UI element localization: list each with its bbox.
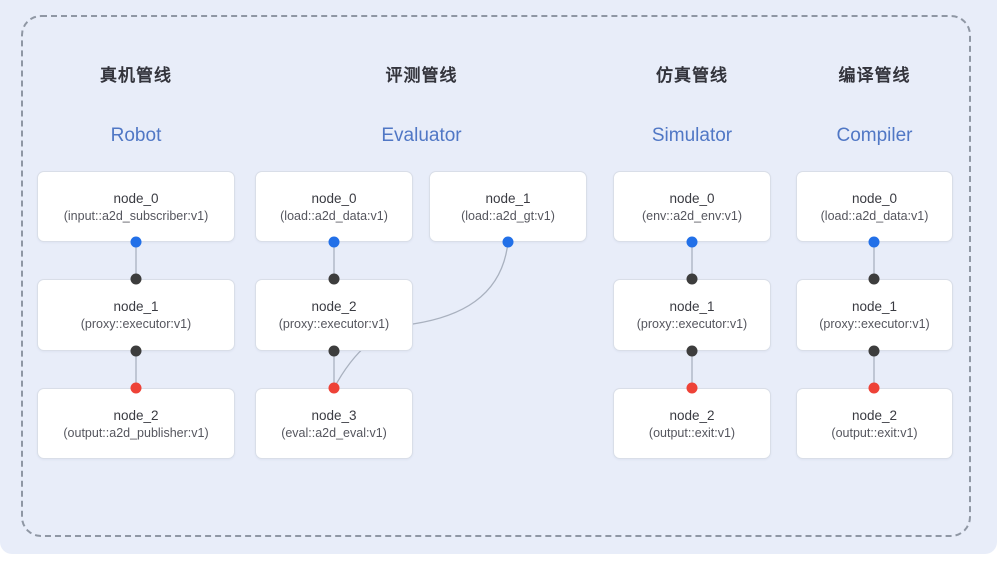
node-evaluator-1: node_1 (load::a2d_gt:v1) [429, 171, 587, 242]
node-evaluator-3: node_3 (eval::a2d_eval:v1) [255, 388, 413, 459]
node-simulator-2: node_2 (output::exit:v1) [613, 388, 771, 459]
node-title: node_0 [851, 190, 898, 206]
final-input-port-dot [130, 382, 142, 394]
dashed-border-frame [21, 15, 971, 537]
node-evaluator-0: node_0 (load::a2d_data:v1) [255, 171, 413, 242]
node-simulator-1: node_1 (proxy::executor:v1) [613, 279, 771, 351]
output-port-dot [130, 236, 142, 248]
node-type: (proxy::executor:v1) [278, 317, 390, 331]
node-type: (output::exit:v1) [831, 425, 918, 440]
node-title: node_1 [669, 299, 715, 314]
node-type: (env::a2d_env:v1) [641, 208, 743, 223]
node-type: (proxy::executor:v1) [80, 317, 192, 331]
input-port-dot [686, 273, 698, 285]
node-title: node_3 [311, 407, 357, 423]
pipeline-title-zh-compiler: 编译管线 [838, 66, 911, 85]
input-port-dot [868, 273, 880, 285]
final-input-port-dot [686, 382, 698, 394]
output-port-dot [328, 236, 340, 248]
node-type: (eval::a2d_eval:v1) [281, 425, 387, 440]
pipeline-title-zh-simulator: 仿真管线 [656, 66, 728, 85]
input-port-dot [328, 273, 340, 285]
output-port-dot [868, 236, 880, 248]
node-title: node_2 [113, 407, 159, 423]
node-robot-2: node_2 (output::a2d_publisher:v1) [37, 388, 235, 459]
node-type: (proxy::executor:v1) [636, 317, 748, 331]
node-type: (proxy::executor:v1) [819, 317, 930, 331]
node-title: node_1 [485, 190, 531, 206]
output-port-dot [868, 345, 880, 357]
output-port-dot [686, 345, 698, 357]
input-port-dot [130, 273, 142, 285]
node-title: node_0 [311, 190, 357, 206]
pipeline-title-zh-evaluator: 评测管线 [385, 66, 458, 85]
node-type: (load::a2d_data:v1) [820, 208, 929, 223]
output-port-dot [130, 345, 142, 357]
node-title: node_2 [311, 299, 357, 314]
pipeline-title-en-simulator: Simulator [651, 125, 733, 146]
pipeline-title-en-compiler: Compiler [836, 125, 913, 146]
node-type: (output::a2d_publisher:v1) [63, 425, 209, 440]
node-evaluator-2: node_2 (proxy::executor:v1) [255, 279, 413, 351]
node-compiler-1: node_1 (proxy::executor:v1) [796, 279, 953, 351]
node-type: (load::a2d_data:v1) [280, 208, 388, 223]
node-robot-1: node_1 (proxy::executor:v1) [37, 279, 235, 351]
node-title: node_0 [669, 190, 715, 206]
node-title: node_2 [851, 407, 898, 423]
output-port-dot [502, 236, 514, 248]
node-simulator-0: node_0 (env::a2d_env:v1) [613, 171, 771, 242]
node-robot-0: node_0 (input::a2d_subscriber:v1) [37, 171, 235, 242]
node-compiler-2: node_2 (output::exit:v1) [796, 388, 953, 459]
pipeline-title-zh-robot: 真机管线 [100, 66, 172, 85]
pipeline-title-en-evaluator: Evaluator [381, 125, 462, 146]
node-title: node_1 [113, 299, 159, 314]
node-title: node_2 [669, 407, 715, 423]
output-port-dot [686, 236, 698, 248]
pipeline-title-en-robot: Robot [110, 125, 162, 146]
final-input-port-dot [328, 382, 340, 394]
node-type: (load::a2d_gt:v1) [461, 208, 555, 223]
node-title: node_1 [851, 299, 898, 314]
output-port-dot [328, 345, 340, 357]
node-title: node_0 [113, 190, 159, 206]
final-input-port-dot [868, 382, 880, 394]
node-type: (input::a2d_subscriber:v1) [63, 208, 209, 223]
node-type: (output::exit:v1) [648, 425, 736, 440]
node-compiler-0: node_0 (load::a2d_data:v1) [796, 171, 953, 242]
